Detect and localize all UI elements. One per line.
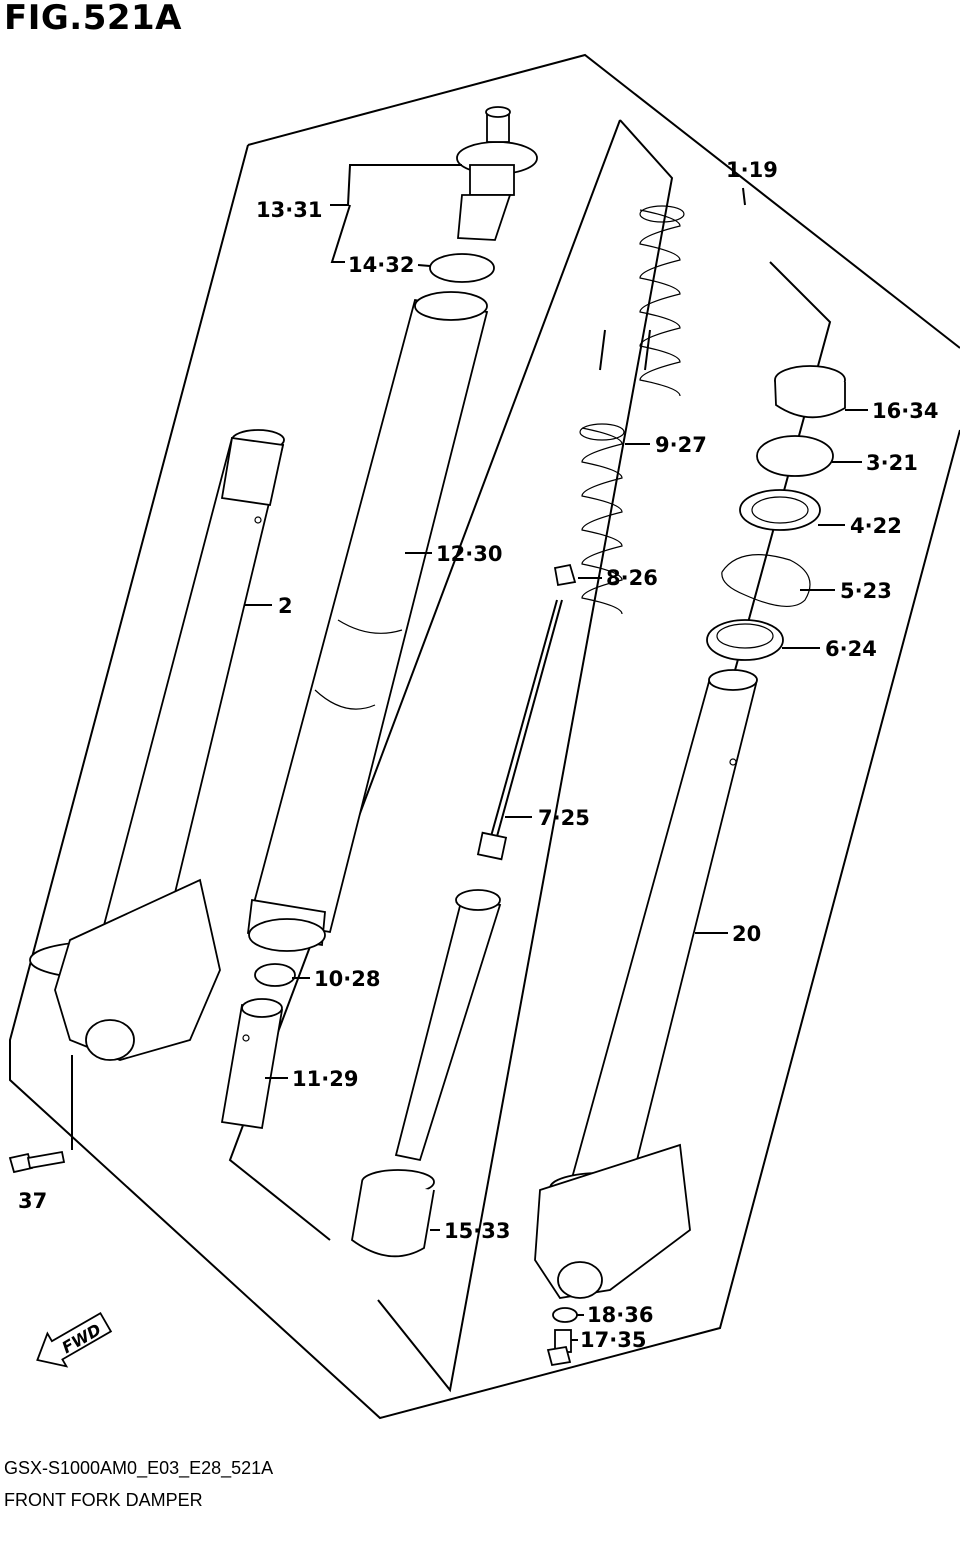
- right-leg-group-outline: [721, 261, 832, 719]
- figure-title: FIG.521A: [4, 0, 182, 38]
- part-17-bolt: [546, 1329, 572, 1367]
- callout-17-35: 17·35: [580, 1328, 646, 1352]
- part-11-collar: [220, 998, 284, 1130]
- callout-11-29: 11·29: [292, 1067, 358, 1091]
- callout-3-21: 3·21: [866, 451, 918, 475]
- callout-5-23: 5·23: [840, 579, 892, 603]
- callout-6-24: 6·24: [825, 637, 877, 661]
- callout-12-30: 12·30: [436, 542, 502, 566]
- part-12-damper-tube: [247, 291, 489, 952]
- part-20-outer-tube-right: [534, 669, 758, 1299]
- callout-10-28: 10·28: [314, 967, 380, 991]
- callout-2: 2: [278, 594, 293, 618]
- fwd-arrow-icon: FWD: [36, 1311, 113, 1368]
- part-13-cap-bolt: [456, 106, 538, 241]
- callout-15-33: 15·33: [444, 1219, 510, 1243]
- part-18-washer: [552, 1307, 578, 1323]
- part-4-oil-seal: [739, 489, 821, 531]
- callout-37: 37: [18, 1189, 47, 1213]
- part-14-o-ring: [429, 253, 495, 283]
- part-9-spring-upper: [639, 205, 685, 397]
- part-6-dust-seal: [706, 619, 784, 661]
- figure-code: GSX-S1000AM0_E03_E28_521A: [4, 1458, 274, 1478]
- callout-4-22: 4·22: [850, 514, 902, 538]
- callout-14-32: 14·32: [348, 253, 414, 277]
- callout-18-36: 18·36: [587, 1303, 653, 1327]
- assembly-outline: [247, 53, 960, 349]
- part-16-ring: [774, 365, 846, 419]
- figure-name: FRONT FORK DAMPER: [4, 1490, 203, 1510]
- callout-16-34: 16·34: [872, 399, 938, 423]
- part-15-bushing: [351, 1169, 435, 1258]
- part-5-stopper-ring: [721, 554, 811, 608]
- callout-8-26: 8·26: [606, 566, 658, 590]
- callout-20: 20: [732, 922, 761, 946]
- callout-1-19: 1·19: [726, 158, 778, 182]
- part-37-bolt: [8, 1055, 73, 1174]
- part-10-washer: [254, 963, 296, 987]
- part-8-nut: [553, 563, 577, 587]
- leader-lines: [245, 164, 868, 1341]
- callout-9-27: 9·27: [655, 433, 707, 457]
- part-9-spring-lower: [579, 423, 625, 615]
- part-3-ring: [756, 435, 834, 477]
- callout-13-31: 13·31: [256, 198, 322, 222]
- damper-group-outline: [377, 119, 674, 1393]
- part-7-damper-rod: [394, 599, 563, 1162]
- part-2-outer-tube-left: [29, 429, 285, 1061]
- callout-7-25: 7·25: [538, 806, 590, 830]
